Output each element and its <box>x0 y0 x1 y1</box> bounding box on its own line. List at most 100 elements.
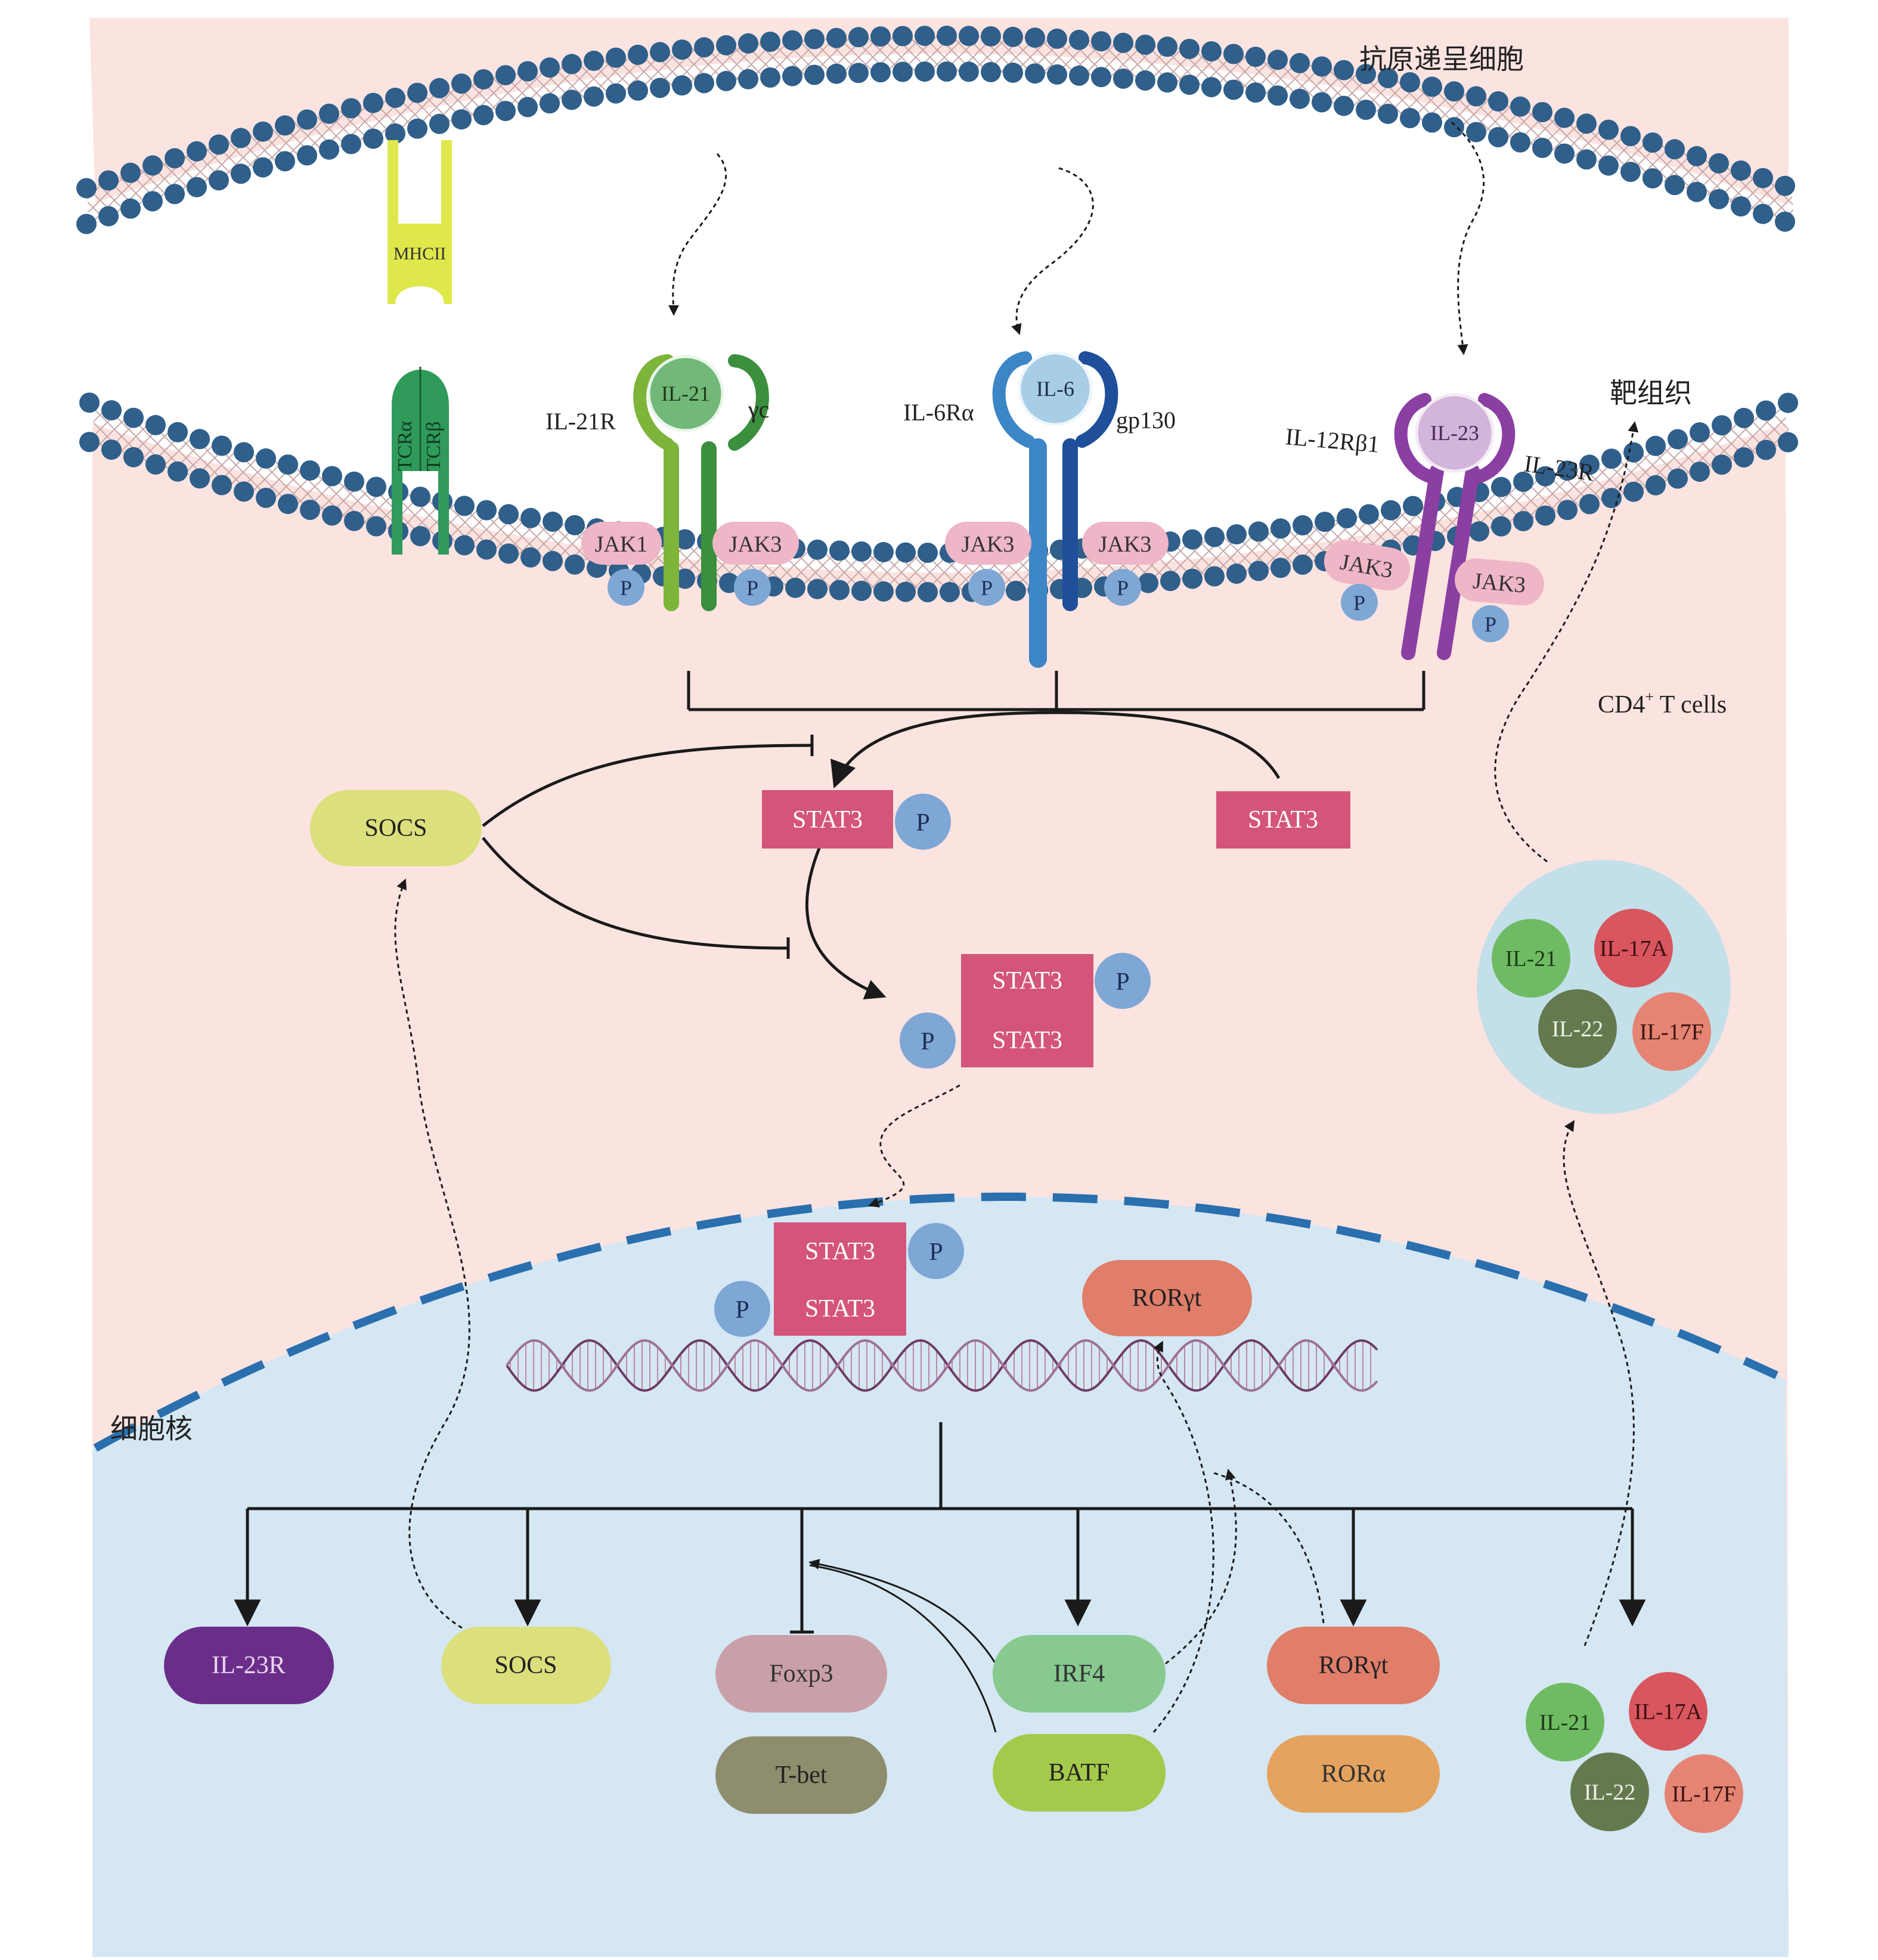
lipid-head <box>1135 70 1155 91</box>
lipid-head <box>675 529 695 550</box>
dna-strand <box>506 1339 1378 1392</box>
lipid-head <box>807 578 828 599</box>
target-tbet-label: T-bet <box>775 1761 827 1789</box>
lipid-head <box>1091 31 1111 52</box>
lipid-head <box>1422 76 1442 97</box>
lipid-head <box>1690 422 1710 443</box>
lipid-head <box>1245 47 1266 67</box>
lipid-head <box>1400 72 1420 92</box>
lipid-head <box>1623 481 1644 502</box>
lipid-head <box>1182 529 1203 550</box>
target-rora-label: RORα <box>1321 1760 1386 1788</box>
phosphate-label: P <box>916 809 929 837</box>
lipid-head <box>1179 75 1200 95</box>
lipid-head <box>1069 29 1089 50</box>
lipid-head <box>918 543 938 563</box>
lipid-head <box>1576 113 1597 134</box>
phosphate-label: P <box>981 576 993 600</box>
lipid-head <box>1245 82 1266 103</box>
transcription-tree <box>234 1422 1646 1634</box>
lipid-head <box>385 123 405 144</box>
lipid-head <box>297 145 317 166</box>
cd4-label: CD4 <box>1598 691 1645 719</box>
lipid-head <box>1356 100 1376 120</box>
lipid-head <box>1466 86 1486 107</box>
lipid-head <box>1598 155 1619 176</box>
lipid-head <box>454 496 475 516</box>
lipid-head <box>606 47 626 68</box>
tcr-beta-label: TCRβ <box>423 422 445 471</box>
lipid-head <box>410 526 430 547</box>
vesicle-il17a-label: IL-17A <box>1600 936 1668 961</box>
il21-ligand-label: IL-21 <box>661 382 710 405</box>
lipid-head <box>1378 67 1398 88</box>
lipid-head <box>1226 563 1247 584</box>
stat3-label: STAT3 <box>805 1238 875 1265</box>
lipid-head <box>1731 196 1751 217</box>
apc-label: 抗原递呈细胞 <box>1359 44 1524 75</box>
phosphate-label: P <box>1485 612 1496 636</box>
lipid-head <box>628 44 648 65</box>
lipid-head <box>1356 64 1376 85</box>
jak3-label: JAK3 <box>1472 568 1527 598</box>
lipid-head <box>451 73 472 94</box>
phosphate <box>895 794 951 850</box>
lipid-head <box>584 86 604 107</box>
lipid-head <box>1690 462 1710 482</box>
lipid-head <box>1665 139 1685 160</box>
lipid-head <box>319 139 339 160</box>
lipid-head <box>498 543 519 564</box>
stat3-phosphorylated: STAT3 <box>762 790 893 849</box>
socs-inhibition <box>482 735 887 1000</box>
lipid-head <box>234 442 254 463</box>
lipid-head <box>1422 112 1442 133</box>
lipid-head <box>1532 138 1552 158</box>
lipid-head <box>1290 88 1310 109</box>
lipid-head <box>1753 168 1773 188</box>
gp130-label: gp130 <box>1116 407 1176 434</box>
lipid-head <box>366 516 386 537</box>
lipid-head <box>344 510 364 531</box>
lipid-head <box>476 500 497 521</box>
lipid-head <box>1113 32 1133 53</box>
lipid-head <box>101 439 122 460</box>
phosphate-label: P <box>1117 576 1129 600</box>
socs-label: SOCS <box>364 815 427 842</box>
lipid-head <box>123 447 144 467</box>
lipid-head <box>1182 568 1203 589</box>
jak3-label: JAK3 <box>1099 532 1152 557</box>
lipid-head <box>873 541 894 562</box>
lipid-head <box>1003 62 1023 83</box>
lipid-head <box>1268 49 1288 70</box>
lipid-head <box>848 63 869 83</box>
lipid-head <box>1535 466 1555 487</box>
lipid-head <box>1687 181 1707 202</box>
lipid-head <box>366 476 386 497</box>
lipid-head <box>1712 415 1732 436</box>
lipid-head <box>253 121 273 142</box>
lipid-head <box>168 461 188 482</box>
lipid-head <box>187 141 207 162</box>
lipid-head <box>672 75 692 96</box>
lipid-head <box>716 35 736 55</box>
lipid-head <box>650 42 670 63</box>
lipid-head <box>918 582 938 602</box>
lipid-head <box>1359 504 1379 525</box>
lipid-head <box>1006 580 1026 601</box>
lipid-head <box>1403 496 1423 516</box>
lipid-head <box>145 414 166 435</box>
lipid-head <box>212 435 232 456</box>
lipid-head <box>892 26 913 47</box>
lipid-head <box>451 109 472 130</box>
lipid-head <box>981 61 1001 82</box>
lipid-head <box>959 61 979 82</box>
lipid-head <box>495 101 516 122</box>
nuclear-envelope <box>93 1193 1778 1452</box>
il6-ligand <box>1018 351 1093 426</box>
phosphate-label: P <box>1353 591 1365 615</box>
lipid-head <box>1557 500 1578 521</box>
lipid-head <box>1734 408 1754 428</box>
lipid-head <box>1400 108 1420 128</box>
il21r-label: IL-21R <box>546 408 616 435</box>
